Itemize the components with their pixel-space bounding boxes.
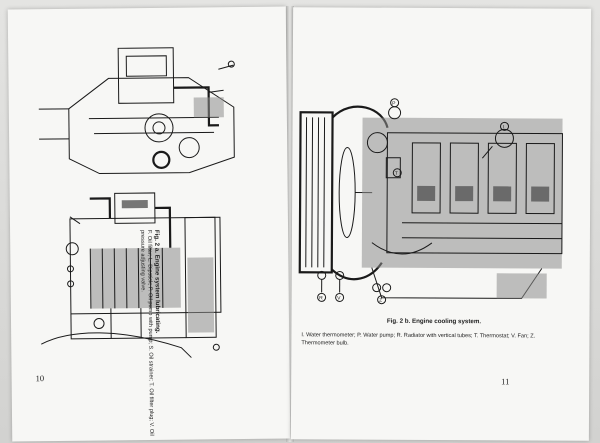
lubrication-figure-legend: F. Oil filter; L. Dipstick; P. Oil pump …: [138, 229, 155, 436]
right-page-number: 11: [501, 376, 510, 387]
label-v: V: [337, 295, 341, 301]
left-page: Fig. 2 a. Engine system lubricating. F. …: [7, 6, 291, 442]
label-p: P: [392, 101, 396, 107]
cooling-figure-legend: I. Water thermometer; P. Water pump; R. …: [301, 331, 536, 347]
lubrication-diagram: [38, 47, 235, 358]
lubrication-figure-caption: Fig. 2 a. Engine system lubricating. F. …: [138, 230, 162, 440]
upper-engine-drawing: [38, 47, 235, 175]
label-r: R: [319, 295, 323, 301]
label-i: I: [503, 124, 504, 130]
right-page: P T I R V Z Fig. 2 b. Engine cooling sys…: [290, 7, 592, 441]
cooling-engine-drawing: [298, 105, 563, 299]
cooling-diagram-labels: P T I R V Z: [317, 98, 510, 305]
cooling-figure-title: Fig. 2 b. Engine cooling system.: [386, 317, 482, 326]
left-page-number: 10: [35, 373, 45, 384]
lower-engine-drawing: [41, 192, 222, 358]
cooling-figure-caption: Fig. 2 b. Engine cooling system. I. Wate…: [301, 317, 566, 349]
book-gutter: [286, 6, 294, 442]
cooling-diagram: P T I R V Z: [298, 98, 563, 305]
label-t: T: [395, 171, 398, 177]
label-z: Z: [379, 298, 382, 304]
